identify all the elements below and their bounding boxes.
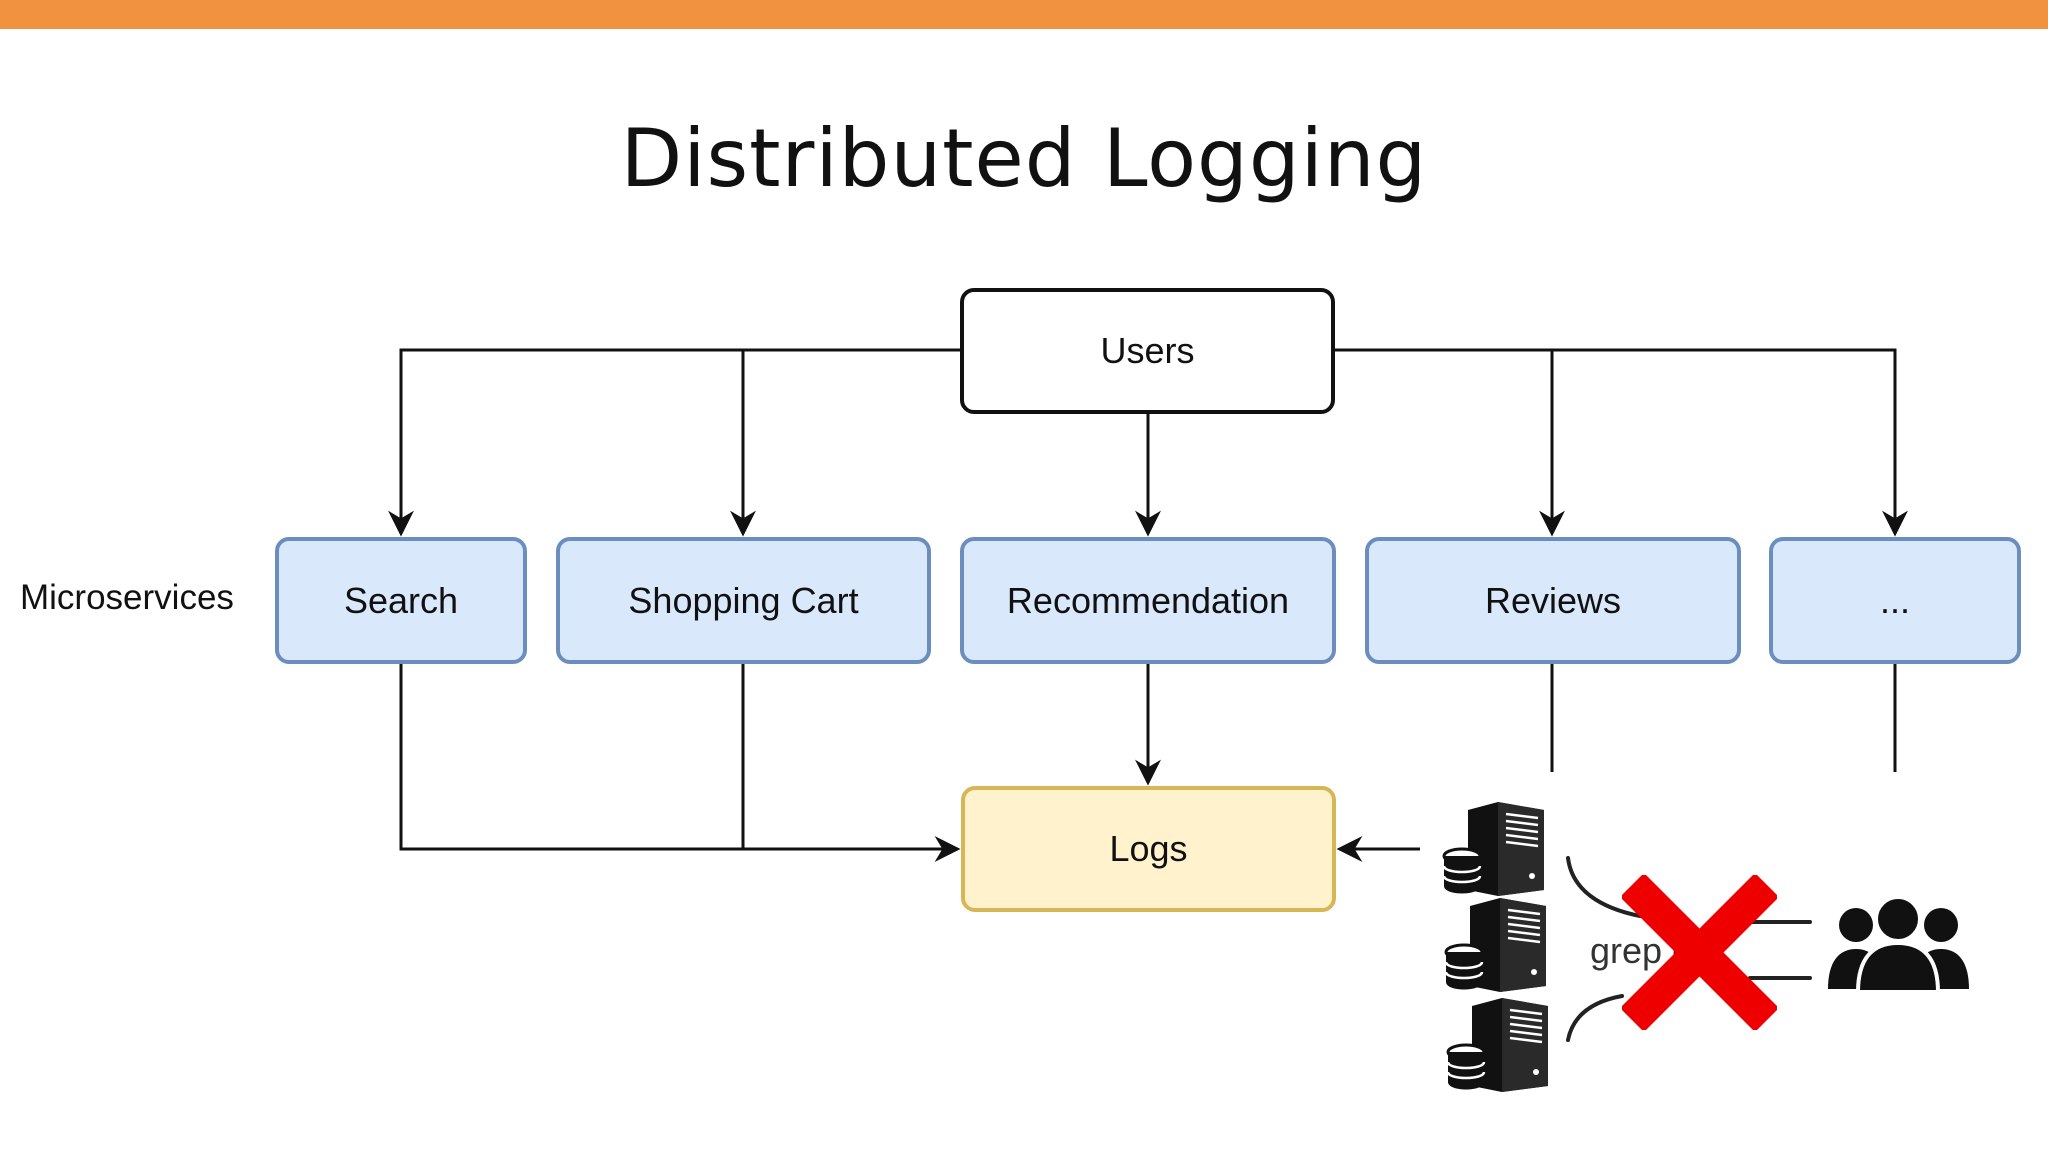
edge-search-logs [399, 664, 961, 862]
red-cross-icon [1622, 875, 1777, 1030]
server-database-icon [1442, 802, 1550, 1094]
logs-node: Logs [961, 786, 1336, 912]
people-group-icon [1828, 895, 1969, 993]
service-more: ... [1769, 537, 2021, 664]
accent-bar [0, 0, 2048, 29]
service-reviews: Reviews [1365, 537, 1741, 664]
microservices-label: Microservices [20, 578, 234, 617]
service-shopping-cart: Shopping Cart [556, 537, 931, 664]
grep-connectors [1566, 856, 1812, 1042]
edge-users-search [388, 348, 960, 537]
service-recommendation: Recommendation [960, 537, 1336, 664]
users-node: Users [960, 288, 1335, 414]
edge-users-more [1335, 348, 1908, 537]
slide-title: Distributed Logging [620, 112, 1428, 205]
service-search: Search [275, 537, 527, 664]
